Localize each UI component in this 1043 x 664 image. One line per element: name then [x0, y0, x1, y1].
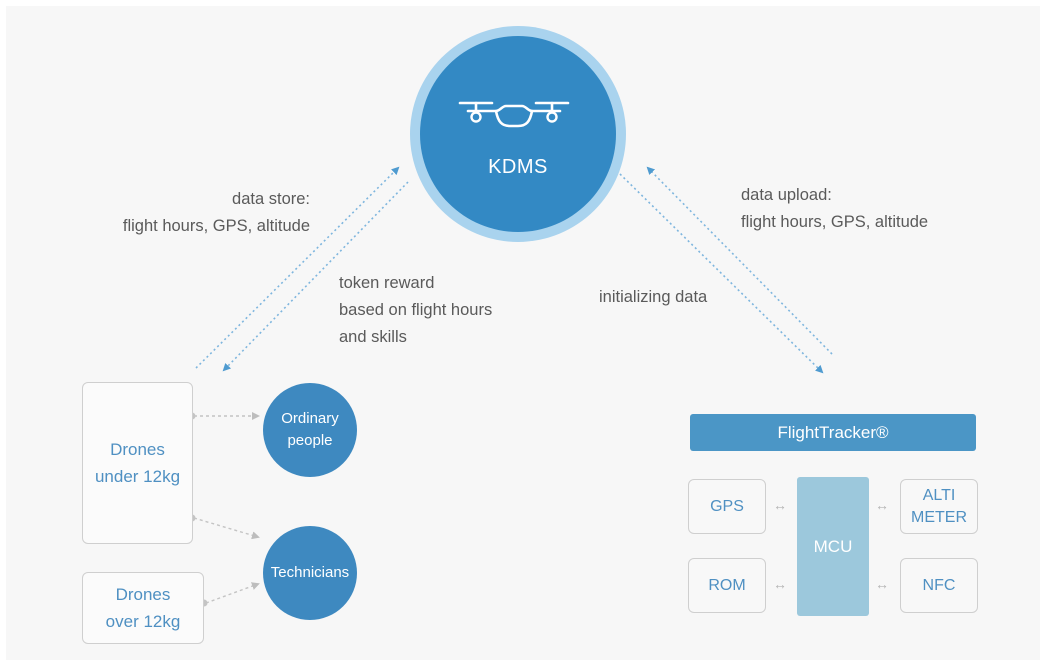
drones-over-12kg-box: Drones over 12kg	[82, 572, 204, 644]
token-reward-line: and skills	[339, 328, 407, 346]
altimeter-label: METER	[911, 508, 967, 526]
flighttracker-header: FlightTracker®	[690, 414, 976, 451]
data-upload-note: data upload: flight hours, GPS, altitude	[741, 182, 928, 236]
data-store-title: data store:	[232, 190, 310, 208]
connector-layer	[188, 166, 833, 607]
data-upload-title: data upload:	[741, 186, 832, 204]
data-store-note: data store: flight hours, GPS, altitude	[123, 186, 310, 240]
link-mcu-nfc: ↔	[875, 576, 889, 592]
arrow-data-store	[195, 166, 400, 369]
gps-module: GPS	[688, 479, 766, 534]
link-mcu-altimeter: ↔	[875, 497, 889, 513]
link-gps-mcu: ↔	[773, 497, 787, 513]
arrow-data-upload	[646, 166, 833, 355]
drone-icon	[458, 101, 570, 128]
ordinary-people-node: Ordinary people	[263, 383, 357, 477]
token-reward-line: token reward	[339, 274, 435, 292]
drones-under-label: Drones	[110, 440, 165, 459]
token-reward-line: based on flight hours	[339, 301, 493, 319]
mcu-module: MCU	[797, 477, 869, 616]
drones-under-12kg-box: Drones under 12kg	[82, 382, 193, 544]
rom-module: ROM	[688, 558, 766, 613]
kdms-node	[420, 36, 616, 232]
ordinary-people-label: people	[287, 432, 333, 449]
initializing-data-note: initializing data	[599, 288, 708, 306]
token-reward-note: token reward based on flight hours and s…	[339, 270, 492, 351]
diagram-canvas: KDMS data store: flight hours, GPS, alti…	[6, 6, 1040, 660]
ordinary-people-label: Ordinary	[281, 410, 339, 427]
arrow-initializing-data	[619, 173, 824, 374]
drones-over-label: Drones	[115, 585, 171, 604]
drones-over-label: over 12kg	[105, 612, 181, 631]
data-store-detail: flight hours, GPS, altitude	[122, 217, 310, 235]
link-rom-mcu: ↔	[773, 576, 787, 592]
drones-under-label: under 12kg	[94, 467, 181, 486]
altimeter-label: ALTI	[922, 486, 956, 504]
technicians-node: Technicians	[263, 526, 357, 620]
nfc-module: NFC	[900, 558, 978, 613]
altimeter-module: ALTI METER	[900, 479, 978, 534]
data-upload-detail: flight hours, GPS, altitude	[741, 213, 929, 231]
link-over-to-technicians	[205, 582, 260, 604]
kdms-label: KDMS	[488, 156, 548, 178]
link-under-to-technicians	[193, 517, 260, 540]
arrow-token-reward	[222, 181, 409, 372]
